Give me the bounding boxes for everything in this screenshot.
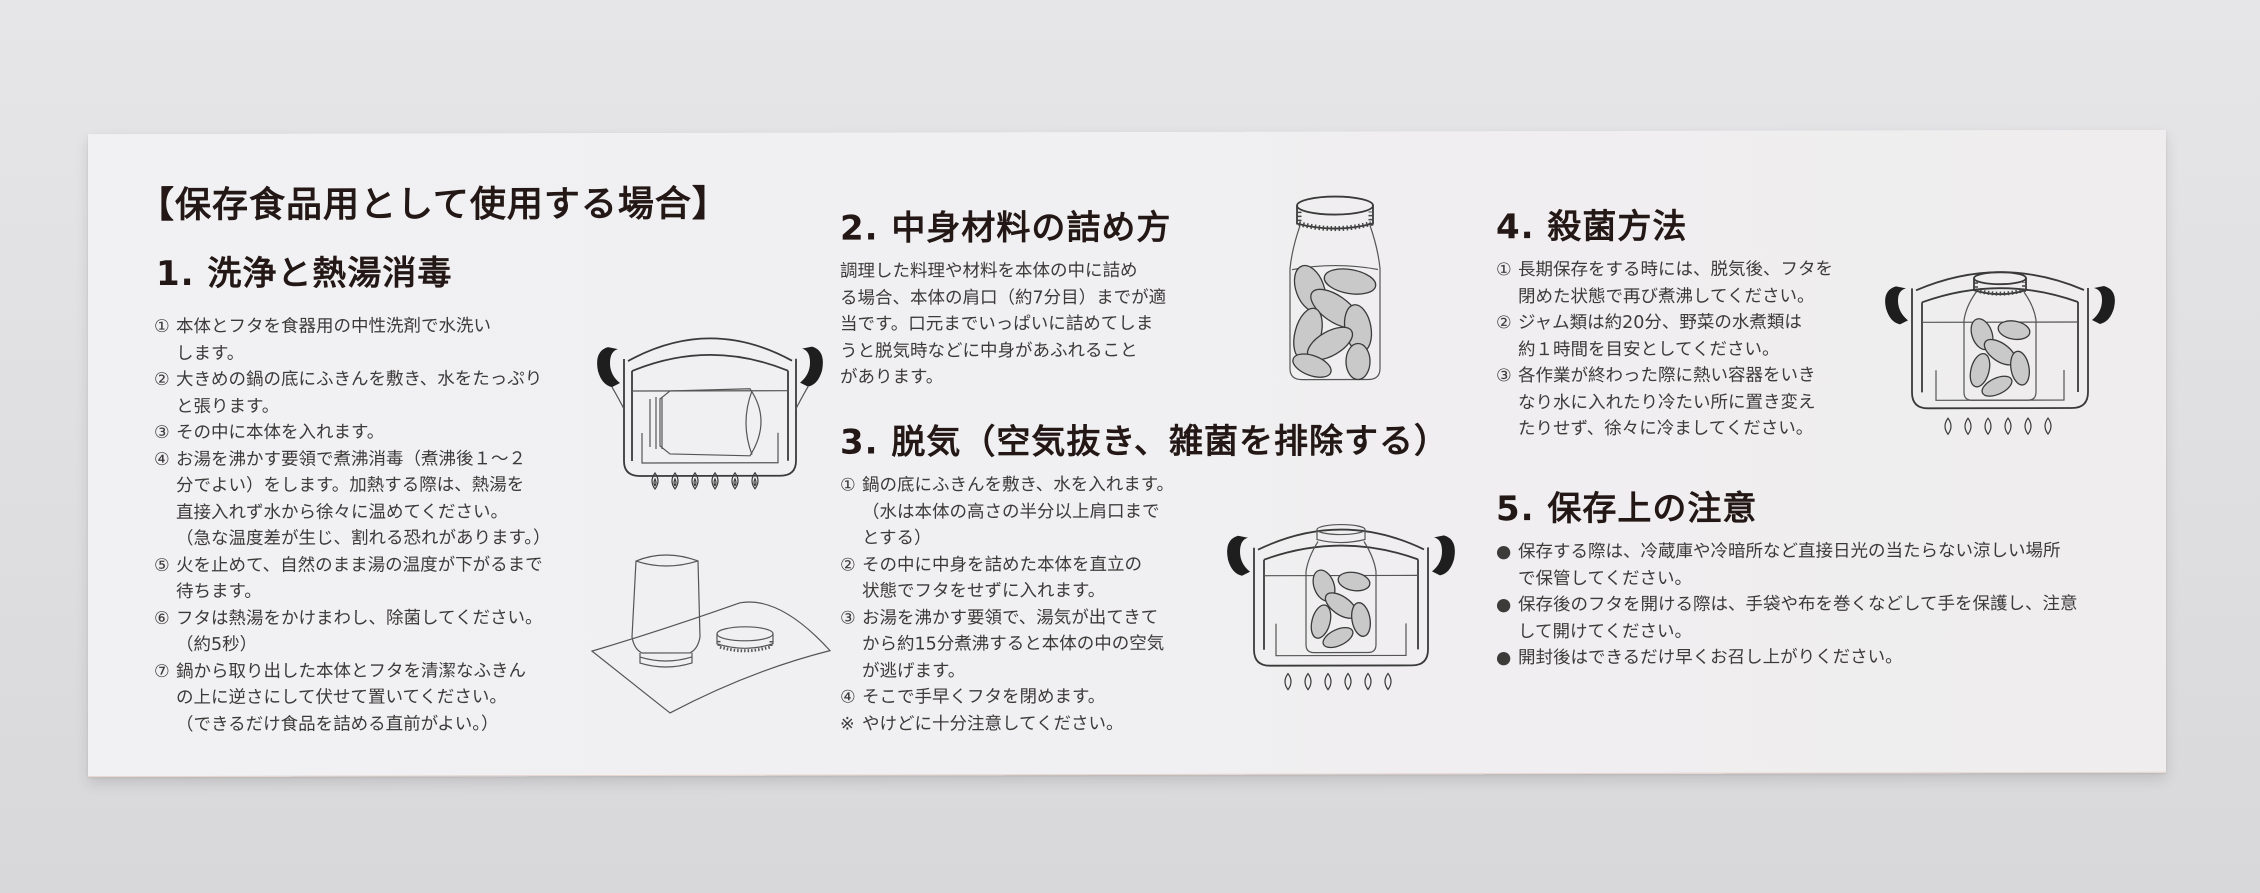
filled-jar-illustration <box>1289 195 1381 381</box>
pot-jar-lying-illustration <box>597 337 823 490</box>
main-title: 【保存食品用として使用する場合】 <box>138 183 729 227</box>
section-3-title: 3. 脱気（空気抜き、雑菌を排除する） <box>840 421 1450 463</box>
section-5-title: 5. 保存上の注意 <box>1496 488 1758 530</box>
section-4-title: 4. 殺菌方法 <box>1496 206 1688 248</box>
section-1-title: 1. 洗浄と熱湯消毒 <box>156 253 453 295</box>
jar-on-cloth-illustration <box>590 554 832 714</box>
bullet-item: ●保存する際は、冷蔵庫や冷暗所など直接日光の当たらない涼しい場所で保管してくださ… <box>1496 541 2061 589</box>
bullet-item: ●開封後はできるだけ早くお召し上がりください。 <box>1496 647 1903 669</box>
section-5-list: ●保存する際は、冷蔵庫や冷暗所など直接日光の当たらない涼しい場所で保管してくださ… <box>1496 538 2136 672</box>
bullet-item: ●保存後のフタを開ける際は、手袋や布を巻くなどして手を保護し、注意して開けてくだ… <box>1496 594 2078 642</box>
note-item: ※やけどに十分注意してください。 <box>840 713 1124 735</box>
pot-jar-lidded-illustration <box>1885 271 2115 436</box>
section-2-title: 2. 中身材料の詰め方 <box>840 207 1172 249</box>
section-2-paragraph: 調理した料理や材料を本体の中に詰め る場合、本体の肩口（約7分目）までが適 当で… <box>840 260 1167 388</box>
pot-jar-upright-open-illustration <box>1227 523 1455 691</box>
